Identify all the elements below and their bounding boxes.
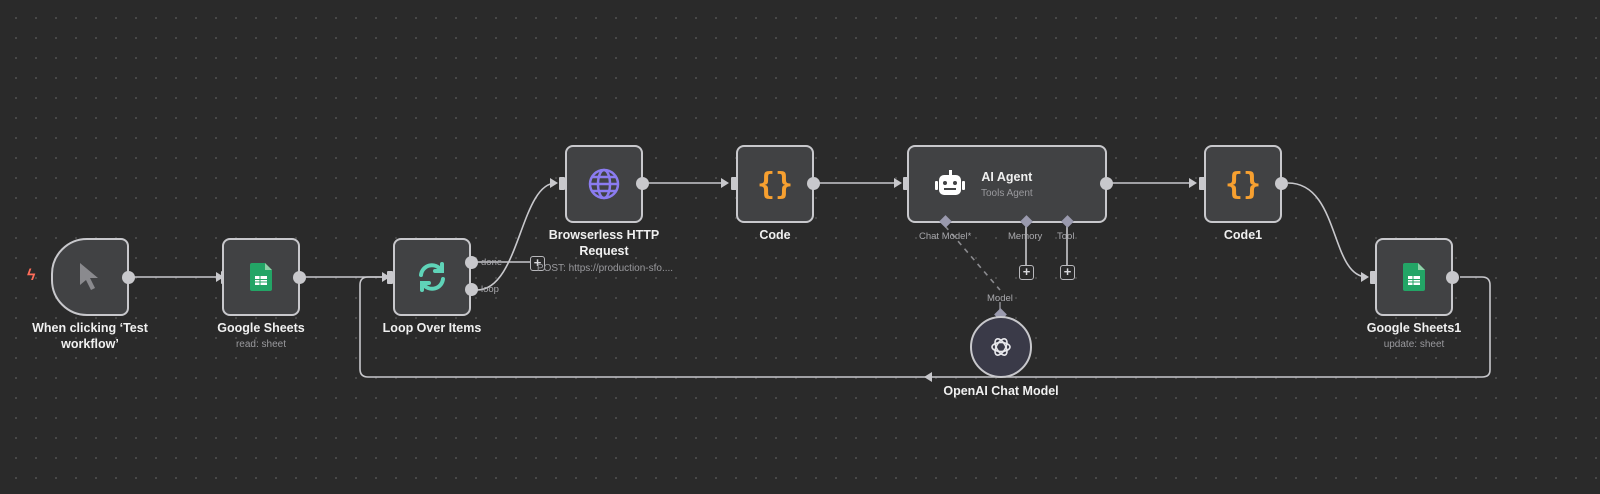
sheets-title: Google Sheets	[217, 321, 305, 335]
trigger-lightning-icon: ϟ	[27, 267, 36, 284]
globe-icon	[588, 168, 620, 200]
loop-done-add-button[interactable]: +	[530, 256, 545, 271]
loop-loop-label: loop	[481, 284, 499, 295]
trigger-title: When clicking ‘Test workflow’	[32, 321, 148, 351]
cursor-icon	[80, 263, 98, 290]
node-ai-agent[interactable]: AI Agent Tools Agent	[907, 145, 1107, 223]
agent-chat-model-label: Chat Model*	[919, 231, 972, 242]
edge-loop-http	[476, 182, 557, 291]
loop-input-port[interactable]	[387, 271, 393, 284]
openai-title: OpenAI Chat Model	[943, 384, 1059, 398]
edge-code1-sheets1	[1287, 182, 1368, 278]
sheets1-input-port[interactable]	[1370, 271, 1376, 284]
code-title: Code	[759, 228, 791, 242]
add-memory-button[interactable]: +	[1019, 265, 1034, 280]
agent-subtitle: Tools Agent	[981, 187, 1033, 199]
robot-icon	[935, 170, 965, 195]
loop-done-port[interactable]	[465, 256, 478, 269]
node-browserless-http[interactable]	[565, 145, 643, 223]
openai-model-label: Model	[987, 293, 1013, 304]
agent-output-port[interactable]	[1100, 177, 1113, 190]
node-google-sheets[interactable]	[222, 238, 300, 316]
openai-icon	[991, 338, 1011, 356]
node-google-sheets1[interactable]	[1375, 238, 1453, 316]
code-output-port[interactable]	[807, 177, 820, 190]
code1-output-port[interactable]	[1275, 177, 1288, 190]
agent-title: AI Agent	[981, 169, 1033, 184]
sheets-output-port[interactable]	[293, 271, 306, 284]
code-braces-icon: {}	[1224, 166, 1262, 202]
loop-loop-port[interactable]	[465, 283, 478, 296]
node-openai-chat-model[interactable]	[970, 316, 1032, 378]
sheets1-subtitle: update: sheet	[1383, 339, 1445, 350]
code1-title: Code1	[1223, 228, 1263, 242]
http-output-port[interactable]	[636, 177, 649, 190]
sheets1-title: Google Sheets1	[1366, 321, 1462, 335]
http-subtitle: POST: https://production-sfo....	[536, 263, 674, 274]
http-input-port[interactable]	[559, 177, 565, 190]
loop-title: Loop Over Items	[382, 321, 482, 335]
edge-chatmodel-openai	[944, 225, 1001, 291]
edge-sheets1-loop-return	[359, 276, 1491, 378]
sheets-subtitle: read: sheet	[235, 339, 287, 350]
node-code1[interactable]: {}	[1204, 145, 1282, 223]
loop-done-label: done	[481, 257, 503, 268]
add-tool-button[interactable]: +	[1060, 265, 1075, 280]
loop-icon	[419, 262, 445, 292]
code1-input-port[interactable]	[1199, 177, 1205, 190]
google-sheets-icon	[1403, 263, 1425, 291]
agent-tool-label: Tool	[1057, 231, 1075, 242]
agent-memory-label: Memory	[1008, 231, 1043, 242]
code-input-port[interactable]	[731, 177, 737, 190]
node-loop-over-items[interactable]	[393, 238, 471, 316]
code-braces-icon: {}	[756, 166, 794, 202]
http-title: Browserless HTTP Request	[548, 228, 660, 258]
node-code[interactable]: {}	[736, 145, 814, 223]
trigger-output-port[interactable]	[122, 271, 135, 284]
google-sheets-icon	[250, 263, 272, 291]
sheets1-output-port[interactable]	[1446, 271, 1459, 284]
node-manual-trigger[interactable]	[51, 238, 129, 316]
agent-input-port[interactable]	[903, 177, 909, 190]
